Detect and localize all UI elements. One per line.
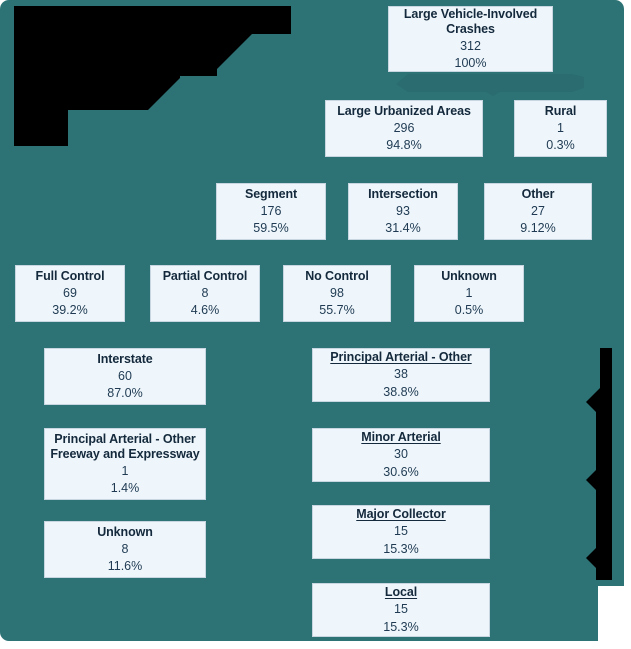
node-minor-arterial-count: 30 <box>394 447 408 462</box>
node-minor-arterial-pct: 30.6% <box>383 464 419 479</box>
node-large-urbanized-areas[interactable]: Large Urbanized Areas 296 94.8% <box>325 100 483 157</box>
node-no-control-pct: 55.7% <box>319 303 355 318</box>
node-principal-arterial-freeway-expressway-count: 1 <box>121 464 129 478</box>
node-major-collector-title: Major Collector <box>356 507 446 522</box>
node-local[interactable]: Local 15 15.3% <box>312 583 490 637</box>
node-partial-control-pct: 4.6% <box>190 303 220 318</box>
node-partial-control-count: 8 <box>201 285 209 300</box>
node-principal-arterial-freeway-expressway[interactable]: Principal Arterial - Other Freeway and E… <box>44 428 206 500</box>
node-no-control-count: 98 <box>330 285 344 300</box>
node-rural-count: 1 <box>557 120 564 135</box>
node-partial-control[interactable]: Partial Control 8 4.6% <box>150 265 260 322</box>
node-full-control-count: 69 <box>63 285 77 300</box>
connector-arrow-level1-level2 <box>396 74 584 96</box>
node-interstate-title: Interstate <box>97 351 153 366</box>
node-minor-arterial-title: Minor Arterial <box>361 430 441 445</box>
node-principal-arterial-other-count: 38 <box>394 367 408 382</box>
node-major-collector[interactable]: Major Collector 15 15.3% <box>312 505 490 559</box>
node-intersection-title: Intersection <box>368 186 438 201</box>
node-principal-arterial-other-pct: 38.8% <box>383 384 419 399</box>
node-local-title: Local <box>384 585 418 600</box>
node-no-control-title: No Control <box>305 268 369 283</box>
node-root-pct: 100% <box>454 56 487 71</box>
node-unknown-control-pct: 0.5% <box>454 303 484 318</box>
node-minor-arterial[interactable]: Minor Arterial 30 30.6% <box>312 428 490 482</box>
node-major-collector-pct: 15.3% <box>383 541 419 556</box>
node-rural-title: Rural <box>544 103 577 118</box>
node-large-urbanized-areas-title: Large Urbanized Areas <box>337 103 471 118</box>
node-local-count: 15 <box>394 602 408 617</box>
node-segment[interactable]: Segment 176 59.5% <box>216 183 326 240</box>
node-principal-arterial-freeway-expressway-pct: 1.4% <box>110 481 140 496</box>
node-large-urbanized-areas-pct: 94.8% <box>386 138 422 153</box>
node-root-count: 312 <box>460 39 481 53</box>
node-other-count: 27 <box>531 203 545 218</box>
node-other-pct: 9.12% <box>520 221 556 236</box>
node-intersection-count: 93 <box>396 203 410 218</box>
page-white-corner <box>598 586 631 649</box>
node-root[interactable]: Large Vehicle-Involved Crashes 312 100% <box>388 6 553 72</box>
node-principal-arterial-other-title: Principal Arterial - Other <box>330 350 472 365</box>
node-unknown-control[interactable]: Unknown 1 0.5% <box>414 265 524 322</box>
node-rural-pct: 0.3% <box>546 138 575 153</box>
node-interstate-pct: 87.0% <box>107 386 143 401</box>
node-major-collector-count: 15 <box>394 524 408 539</box>
node-full-control[interactable]: Full Control 69 39.2% <box>15 265 125 322</box>
node-unknown-control-title: Unknown <box>441 268 497 283</box>
node-principal-arterial-other[interactable]: Principal Arterial - Other 38 38.8% <box>312 348 490 402</box>
node-no-control[interactable]: No Control 98 55.7% <box>283 265 391 322</box>
node-large-urbanized-areas-count: 296 <box>393 120 415 135</box>
node-segment-title: Segment <box>244 186 298 201</box>
node-interstate[interactable]: Interstate 60 87.0% <box>44 348 206 405</box>
node-local-pct: 15.3% <box>383 619 419 634</box>
node-unknown-functional-class-count: 8 <box>121 541 129 556</box>
node-other-title: Other <box>521 186 555 201</box>
node-full-control-pct: 39.2% <box>52 303 88 318</box>
node-unknown-functional-class[interactable]: Unknown 8 11.6% <box>44 521 206 578</box>
node-unknown-control-count: 1 <box>465 285 473 300</box>
node-full-control-title: Full Control <box>35 268 105 283</box>
node-segment-count: 176 <box>260 203 282 218</box>
node-unknown-functional-class-title: Unknown <box>97 524 153 539</box>
node-principal-arterial-freeway-expressway-title: Principal Arterial - Other Freeway and E… <box>50 431 200 461</box>
node-unknown-functional-class-pct: 11.6% <box>107 559 143 574</box>
node-other[interactable]: Other 27 9.12% <box>484 183 592 240</box>
node-rural[interactable]: Rural 1 0.3% <box>514 100 607 157</box>
node-intersection[interactable]: Intersection 93 31.4% <box>348 183 458 240</box>
node-interstate-count: 60 <box>118 368 132 383</box>
node-segment-pct: 59.5% <box>253 221 289 236</box>
node-partial-control-title: Partial Control <box>162 268 248 283</box>
node-root-title: Large Vehicle-Involved Crashes <box>403 6 538 36</box>
node-intersection-pct: 31.4% <box>385 221 421 236</box>
